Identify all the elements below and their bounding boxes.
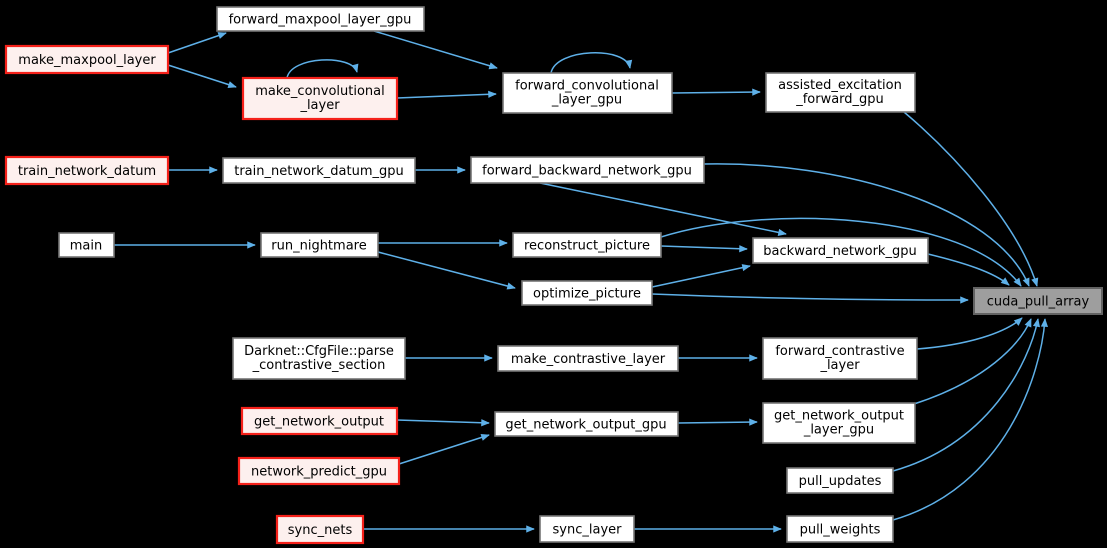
edge-forward_convolutional_layer_gpu-self-loop [550,52,633,74]
node-box[interactable] [502,72,673,114]
node-make-maxpool-layer[interactable]: make_maxpool_layer [4,44,170,75]
node-label: get_network_output [254,415,384,430]
node-sync-layer[interactable]: sync_layer [539,515,635,543]
node-label: assisted_excitation_forward_gpu [778,78,902,107]
node-label: sync_layer [553,523,623,538]
node-label: get_network_output_gpu [505,418,666,433]
node-label: pull_updates [799,474,882,489]
node-box[interactable] [240,406,399,436]
edge-make_maxpool_layer-to-make_convolutional_layer [167,64,237,89]
node-cuda-pull-array: cuda_pull_array [973,287,1103,315]
edge-forward_maxpool_layer_gpu-to-forward_convolutional_layer_gpu [373,30,498,70]
node-box[interactable] [752,237,929,264]
node-pull-weights[interactable]: pull_weights [786,515,894,543]
node-forward-maxpool-layer-gpu[interactable]: forward_maxpool_layer_gpu [216,6,425,32]
node-forward-contrastive-layer[interactable]: forward_contrastive_layer [762,337,918,380]
node-train-network-datum[interactable]: train_network_datum [4,155,170,186]
node-box[interactable] [497,345,679,372]
node-assisted-excitation-forward-gpu[interactable]: assisted_excitation_forward_gpu [765,72,916,113]
node-get-network-output-gpu[interactable]: get_network_output_gpu [494,411,679,437]
edge-forward_contrastive_layer-to-cuda_pull_array [916,317,1023,350]
node-reconstruct-picture[interactable]: reconstruct_picture [512,232,662,258]
edge-forward_convolutional_layer_gpu-to-assisted_excitation_forward_gpu [671,88,761,96]
node-box[interactable] [275,514,365,545]
node-backward-network-gpu[interactable]: backward_network_gpu [752,237,929,264]
node-network-predict-gpu[interactable]: network_predict_gpu [237,456,401,486]
node-box[interactable] [222,157,416,184]
edge-layer [114,30,1049,533]
edge-forward_backward_network_gpu-to-backward_network_gpu [539,182,787,236]
node-label: forward_backward_network_gpu [482,164,692,179]
node-label: sync_nets [288,523,353,538]
node-label: optimize_picture [533,287,641,302]
node-label: make_maxpool_layer [18,53,156,68]
node-get-network-output-layer-gpu[interactable]: get_network_output_layer_gpu [762,402,916,444]
node-box[interactable] [216,6,425,32]
edge-forward_backward_network_gpu-to-cuda_pull_array [703,163,1030,287]
edge-make_convolutional_layer-to-forward_convolutional_layer_gpu [396,90,497,99]
node-label: network_predict_gpu [251,465,387,480]
node-box[interactable] [241,76,399,121]
edge-get_network_output_layer_gpu-to-cuda_pull_array [913,318,1032,405]
edge-network_predict_gpu-to-get_network_output_gpu [398,433,490,465]
node-box[interactable] [4,44,170,75]
node-label: forward_convolutional_layer_gpu [515,79,659,108]
node-box[interactable] [786,515,894,543]
node-box[interactable] [4,155,170,186]
edge-pull_updates-to-cuda_pull_array [892,318,1041,472]
node-box[interactable] [539,515,635,543]
node-box[interactable] [470,156,705,184]
edge-reconstruct_picture-to-cuda_pull_array [660,217,1022,287]
edge-backward_network_gpu-to-cuda_pull_array [927,253,1010,286]
node-parse-contrastive-section[interactable]: Darknet::CfgFile::parse_contrastive_sect… [232,337,406,380]
node-box[interactable] [232,337,406,380]
edge-assisted_excitation_forward_gpu-to-cuda_pull_array [903,111,1039,287]
node-forward-convolutional-layer-gpu[interactable]: forward_convolutional_layer_gpu [502,72,673,114]
node-run-nightmare[interactable]: run_nightmare [260,232,379,258]
node-box[interactable] [260,232,379,258]
node-main[interactable]: main [58,232,115,258]
edge-reconstruct_picture-to-backward_network_gpu [660,245,748,253]
node-label: train_network_datum_gpu [234,164,404,179]
node-make-convolutional-layer[interactable]: make_convolutional_layer [241,76,399,121]
node-label: pull_weights [800,523,881,538]
node-label: run_nightmare [271,239,366,254]
node-box[interactable] [762,337,918,380]
node-train-network-datum-gpu[interactable]: train_network_datum_gpu [222,157,416,184]
node-box[interactable] [237,456,401,486]
node-box [973,287,1103,315]
node-label: make_contrastive_layer [511,352,666,367]
node-label: cuda_pull_array [987,295,1090,310]
node-box[interactable] [58,232,115,258]
node-box[interactable] [786,467,894,494]
edge-pull_weights-to-cuda_pull_array [892,318,1049,521]
edge-get_network_output-to-get_network_output_gpu [396,419,490,427]
node-pull-updates[interactable]: pull_updates [786,467,894,494]
edge-make_maxpool_layer-to-forward_maxpool_layer_gpu [167,32,227,54]
node-box[interactable] [521,280,653,306]
node-make-contrastive-layer[interactable]: make_contrastive_layer [497,345,679,372]
node-label: backward_network_gpu [763,244,916,259]
edge-get_network_output_gpu-to-get_network_output_layer_gpu [677,418,758,426]
edge-run_nightmare-to-optimize_picture [377,251,516,290]
node-box[interactable] [765,72,916,113]
node-box[interactable] [762,402,916,444]
edge-make_convolutional_layer-self-loop [286,59,359,79]
node-label: reconstruct_picture [524,239,650,254]
node-label: forward_maxpool_layer_gpu [229,13,412,28]
node-label: get_network_output_layer_gpu [774,409,904,438]
edge-optimize_picture-to-cuda_pull_array [651,293,969,304]
node-forward-backward-network-gpu[interactable]: forward_backward_network_gpu [470,156,705,184]
node-box[interactable] [494,411,679,437]
node-label: forward_contrastive_layer [775,344,904,373]
node-box[interactable] [512,232,662,258]
node-get-network-output[interactable]: get_network_output [240,406,399,436]
node-label: train_network_datum [18,164,156,179]
node-optimize-picture[interactable]: optimize_picture [521,280,653,306]
edge-optimize_picture-to-backward_network_gpu [651,264,751,288]
node-label: main [70,239,102,254]
node-label: Darknet::CfgFile::parse_contrastive_sect… [244,344,394,373]
node-sync-nets[interactable]: sync_nets [275,514,365,545]
node-label: make_convolutional_layer [255,84,385,113]
